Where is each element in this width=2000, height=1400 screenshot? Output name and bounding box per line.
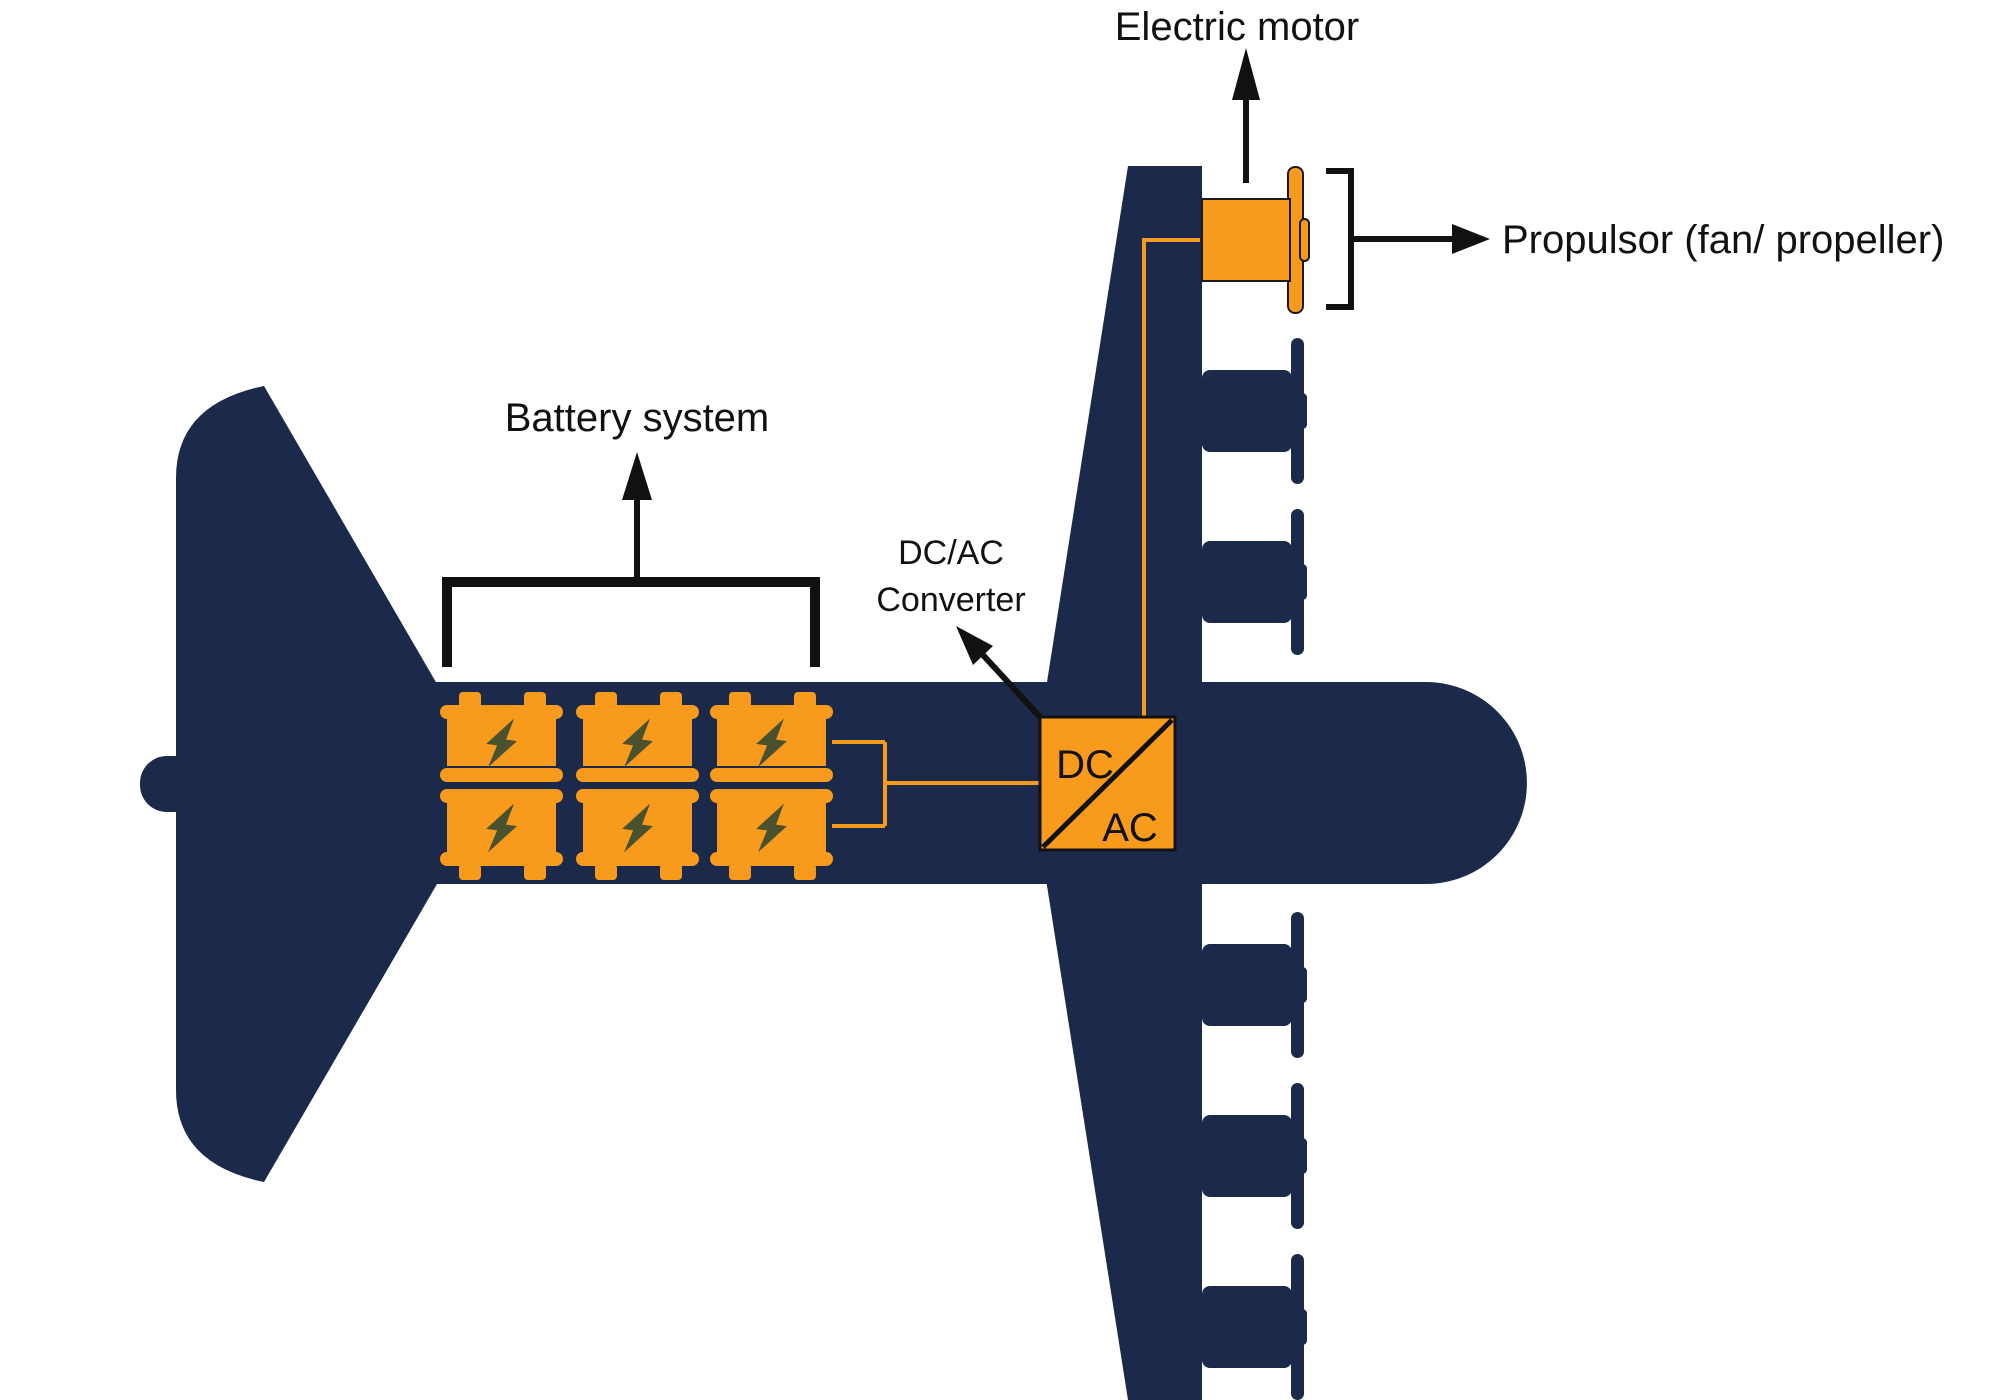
propulsor-bracket: [1326, 168, 1354, 310]
power-wires: [832, 238, 1200, 828]
battery-arrowhead: [622, 452, 652, 500]
converter-label-line2: Converter: [876, 581, 1025, 619]
electric-motor-icon: [1201, 166, 1310, 314]
fuselage: [176, 682, 1527, 884]
spinner-nubs: [1298, 393, 1307, 1345]
converter-dc-label: DC: [1056, 743, 1114, 787]
converter-arrow-line: [980, 652, 1043, 720]
electric-motor-arrowhead: [1232, 48, 1260, 100]
airplane-silhouette-icon: [140, 166, 1527, 1400]
battery-system-label: Battery system: [505, 396, 770, 440]
battery-bus-wire: [832, 740, 1040, 828]
motor-body: [1201, 198, 1291, 282]
battery-icon: [576, 692, 699, 782]
converter-ac-label: AC: [1102, 806, 1158, 850]
dc-ac-converter-icon: DC AC: [1038, 715, 1177, 852]
converter-arrowhead: [956, 626, 993, 665]
engine-pods: [1202, 370, 1292, 1368]
propulsor-label: Propulsor (fan/ propeller): [1502, 218, 1944, 262]
propulsor-arrowhead: [1452, 224, 1490, 254]
electric-motor-label: Electric motor: [1115, 5, 1360, 49]
propulsor-spinner: [1299, 218, 1310, 262]
converter-diagonal: [1041, 718, 1174, 849]
battery-brace: [442, 577, 820, 667]
converter-to-motor-wire: [1142, 238, 1200, 716]
propeller-discs: [1291, 338, 1304, 1400]
battery-icon: [440, 692, 563, 782]
battery-icon: [710, 692, 833, 782]
converter-label-line1: DC/AC: [898, 534, 1004, 572]
